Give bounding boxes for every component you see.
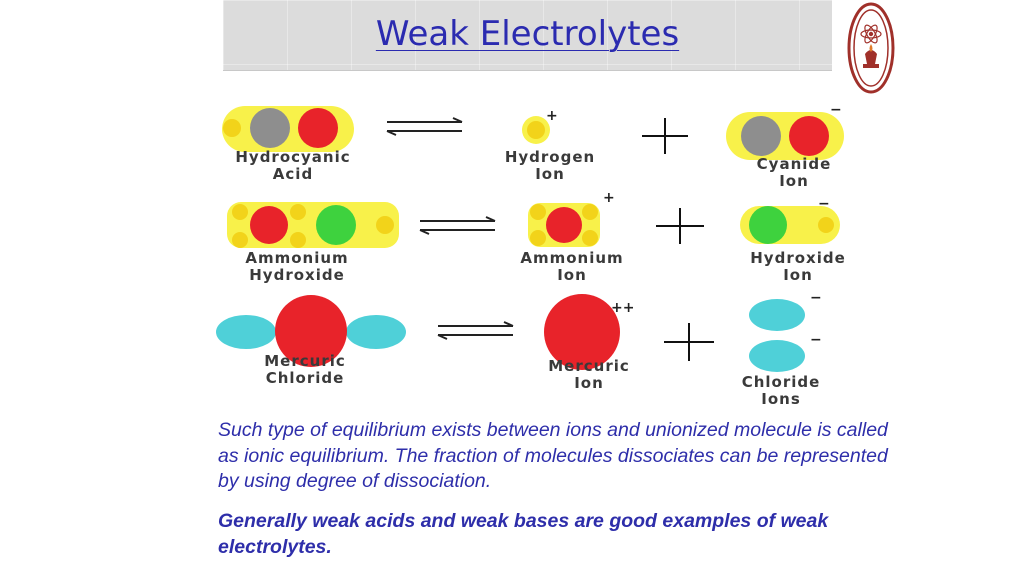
slide-title: Weak Electrolytes (375, 14, 680, 54)
hydrogen-ion (522, 116, 550, 144)
chloride-ions (749, 299, 805, 372)
ammonium-ion-label: Ammonium Ion (520, 249, 624, 284)
hydrogen-ion-label: Hydrogen Ion (504, 148, 596, 183)
charge-label: + (603, 190, 615, 206)
hydrocyanic-acid-molecule (222, 106, 354, 152)
mercuric-chloride-molecule (216, 295, 406, 367)
charge-label: − (810, 290, 822, 306)
plus-sign (664, 323, 714, 361)
charge-label: ++ (611, 300, 635, 316)
charge-label: + (546, 108, 558, 124)
title-bar: Weak Electrolytes (223, 0, 832, 71)
chloride-ions-label: Chloride Ions (741, 373, 821, 408)
ammonium-ion (528, 203, 600, 247)
ammonium-hydroxide-label: Ammonium Hydroxide (245, 249, 349, 284)
plus-sign (642, 118, 688, 154)
mercuric-chloride-label: Mercuric Chloride (264, 352, 346, 387)
cyanide-ion (726, 112, 844, 160)
equilibrium-arrow (386, 117, 463, 136)
plus-sign (656, 208, 704, 244)
mercuric-ion-label: Mercuric Ion (548, 357, 630, 392)
equilibrium-diagram (216, 106, 844, 372)
hydroxide-ion (740, 206, 840, 244)
mercuric-ion (544, 294, 620, 370)
hydrocyanic-acid-label: Hydrocyanic Acid (235, 148, 351, 183)
charge-label: − (830, 102, 842, 118)
charge-label: − (818, 196, 830, 212)
cyanide-ion-label: Cyanide Ion (756, 155, 832, 190)
ammonium-hydroxide-molecule (227, 202, 399, 248)
ionic-equilibrium-paragraph: Such type of equilibrium exists between … (218, 419, 888, 492)
equilibrium-arrow (419, 216, 496, 235)
institute-seal-icon (847, 2, 895, 94)
equilibrium-arrow (437, 321, 514, 340)
conclusion-paragraph: Generally weak acids and weak bases are … (218, 510, 829, 558)
hydroxide-ion-label: Hydroxide Ion (750, 249, 846, 284)
charge-label: − (810, 332, 822, 348)
